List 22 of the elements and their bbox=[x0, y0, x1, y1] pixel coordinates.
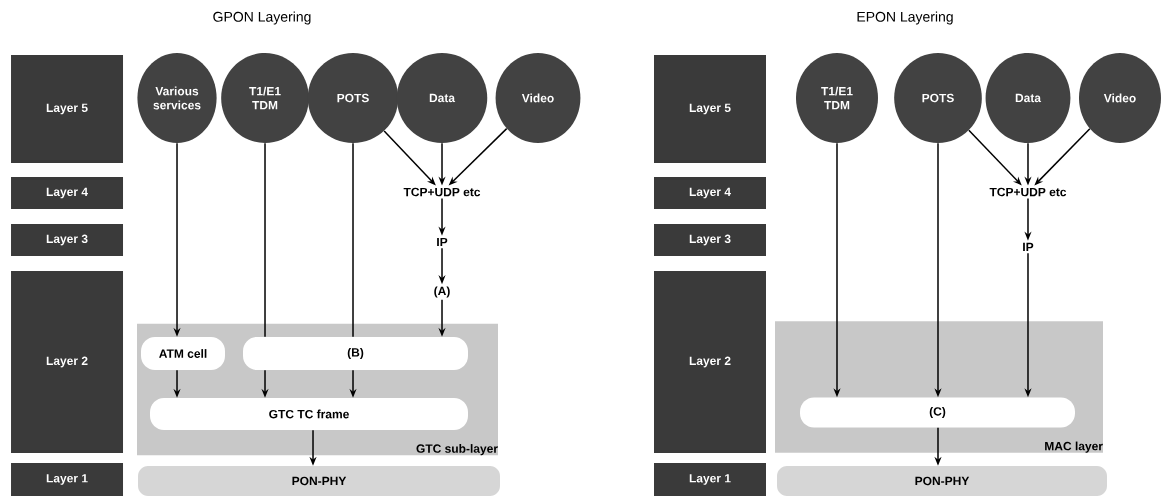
layer-box: Layer 5 bbox=[654, 55, 766, 163]
layer-box: Layer 5 bbox=[11, 55, 123, 163]
phy-band: PON-PHY bbox=[777, 466, 1107, 496]
layer-box: Layer 2 bbox=[654, 271, 766, 453]
layer-box: Layer 4 bbox=[11, 177, 123, 209]
frame-box: (B) bbox=[243, 337, 468, 370]
layer-box: Layer 4 bbox=[654, 177, 766, 209]
frame-box: GTC TC frame bbox=[150, 398, 468, 430]
layer-box: Layer 2 bbox=[11, 271, 123, 453]
protocol-label: IP bbox=[437, 237, 448, 247]
protocol-label: (A) bbox=[434, 286, 450, 298]
phy-band: PON-PHY bbox=[138, 466, 500, 496]
layer-box: Layer 3 bbox=[654, 224, 766, 256]
protocol-label: TCP+UDP etc bbox=[989, 187, 1067, 197]
panel-title: EPON Layering bbox=[857, 11, 953, 25]
protocol-label: TCP+UDP etc bbox=[403, 187, 481, 197]
protocol-label: IP bbox=[1023, 242, 1034, 252]
frame-box: (C) bbox=[800, 397, 1075, 428]
panel-title: GPON Layering bbox=[213, 11, 311, 25]
layer-box: Layer 1 bbox=[11, 463, 123, 496]
layer-box: Layer 3 bbox=[11, 224, 123, 256]
layer-box: Layer 1 bbox=[654, 463, 766, 496]
